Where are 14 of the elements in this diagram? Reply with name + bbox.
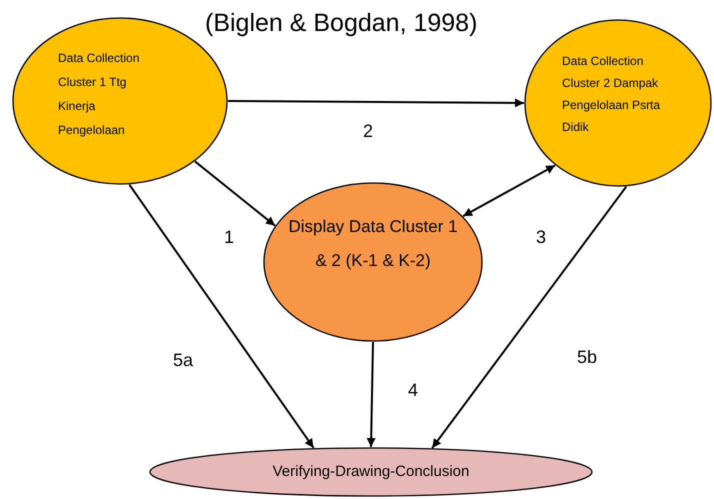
node-text: Display Data Cluster 1 & 2 (K-1 & K-2) xyxy=(287,216,459,272)
ellipse-node xyxy=(524,19,712,187)
arrow xyxy=(128,184,314,448)
title: (Biglen & Bogdan, 1998) xyxy=(205,8,478,38)
arrow xyxy=(431,186,627,449)
node-text: Data Collection Cluster 2 Dampak Pengelolaan Psrta Didik xyxy=(562,53,662,136)
node-text: Data Collection Cluster 1 Ttg Kinerja Pengelolaan xyxy=(58,50,140,139)
node-text: Verifying-Drawing-Conclusion xyxy=(272,462,470,482)
ellipse-node xyxy=(149,447,593,497)
arrow xyxy=(228,98,524,108)
arrow xyxy=(194,160,276,226)
arrow xyxy=(462,164,556,217)
ellipse-node xyxy=(263,182,483,342)
arrow xyxy=(366,342,376,448)
